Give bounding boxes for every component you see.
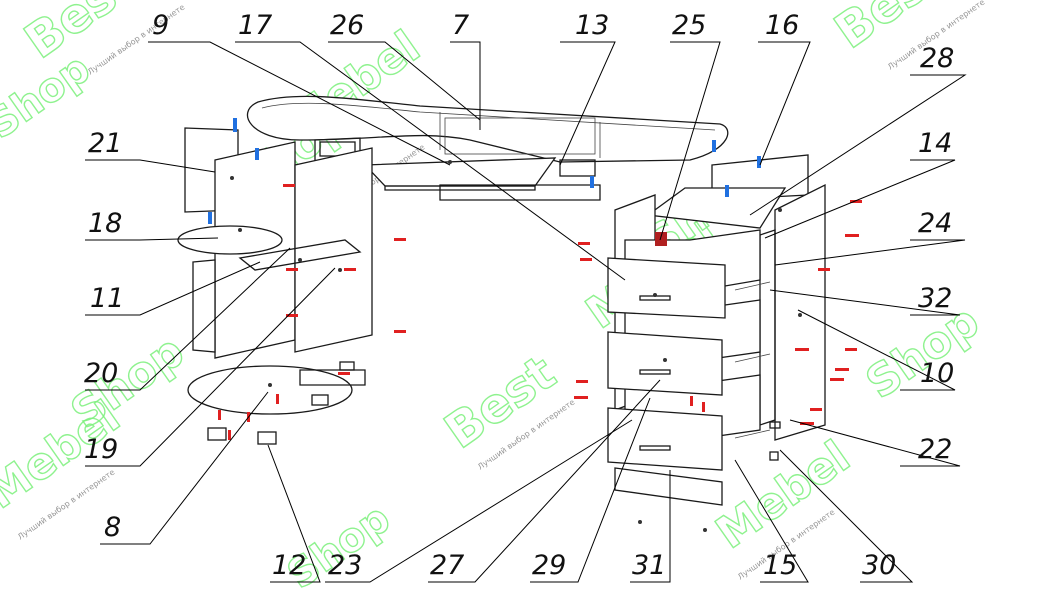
part-number: 23 bbox=[328, 550, 362, 581]
part-number-labels: 9 17 26 7 13 25 16 28 21 14 18 24 11 32 … bbox=[84, 10, 954, 581]
part-number: 20 bbox=[84, 358, 118, 389]
part-number: 13 bbox=[575, 10, 609, 41]
part-number: 11 bbox=[90, 283, 124, 314]
part-number: 18 bbox=[88, 208, 122, 239]
part-number: 14 bbox=[918, 128, 952, 159]
part-number: 24 bbox=[918, 208, 952, 239]
watermark-brand: Best bbox=[435, 345, 566, 460]
part-number: 15 bbox=[763, 550, 797, 581]
watermark-brand: Shop bbox=[279, 495, 398, 598]
part-number: 19 bbox=[84, 434, 118, 465]
part-number: 10 bbox=[920, 358, 954, 389]
part-number: 26 bbox=[330, 10, 364, 41]
part-number: 32 bbox=[918, 283, 952, 314]
part-number: 9 bbox=[152, 10, 169, 41]
keyboard-shelf bbox=[314, 137, 601, 201]
part-number: 22 bbox=[918, 434, 952, 465]
part-number: 30 bbox=[862, 550, 896, 581]
part-number: 7 bbox=[452, 10, 469, 41]
left-unit bbox=[177, 127, 373, 445]
right-unit bbox=[607, 154, 826, 506]
part-number: 8 bbox=[104, 512, 121, 543]
desk-tabletop bbox=[246, 95, 729, 163]
watermark-brand: Shop bbox=[62, 326, 193, 439]
part-number: 28 bbox=[920, 43, 954, 74]
part-number: 29 bbox=[532, 550, 566, 581]
part-number: 12 bbox=[272, 550, 306, 581]
part-number: 17 bbox=[238, 10, 272, 41]
part-number: 16 bbox=[765, 10, 799, 41]
part-number: 21 bbox=[88, 128, 122, 159]
watermark-brand: Shop bbox=[0, 45, 99, 148]
leader-lines bbox=[85, 41, 967, 583]
part-number: 31 bbox=[632, 550, 666, 581]
part-number: 25 bbox=[672, 10, 706, 41]
part-number: 27 bbox=[430, 550, 464, 581]
fasteners bbox=[208, 118, 862, 532]
